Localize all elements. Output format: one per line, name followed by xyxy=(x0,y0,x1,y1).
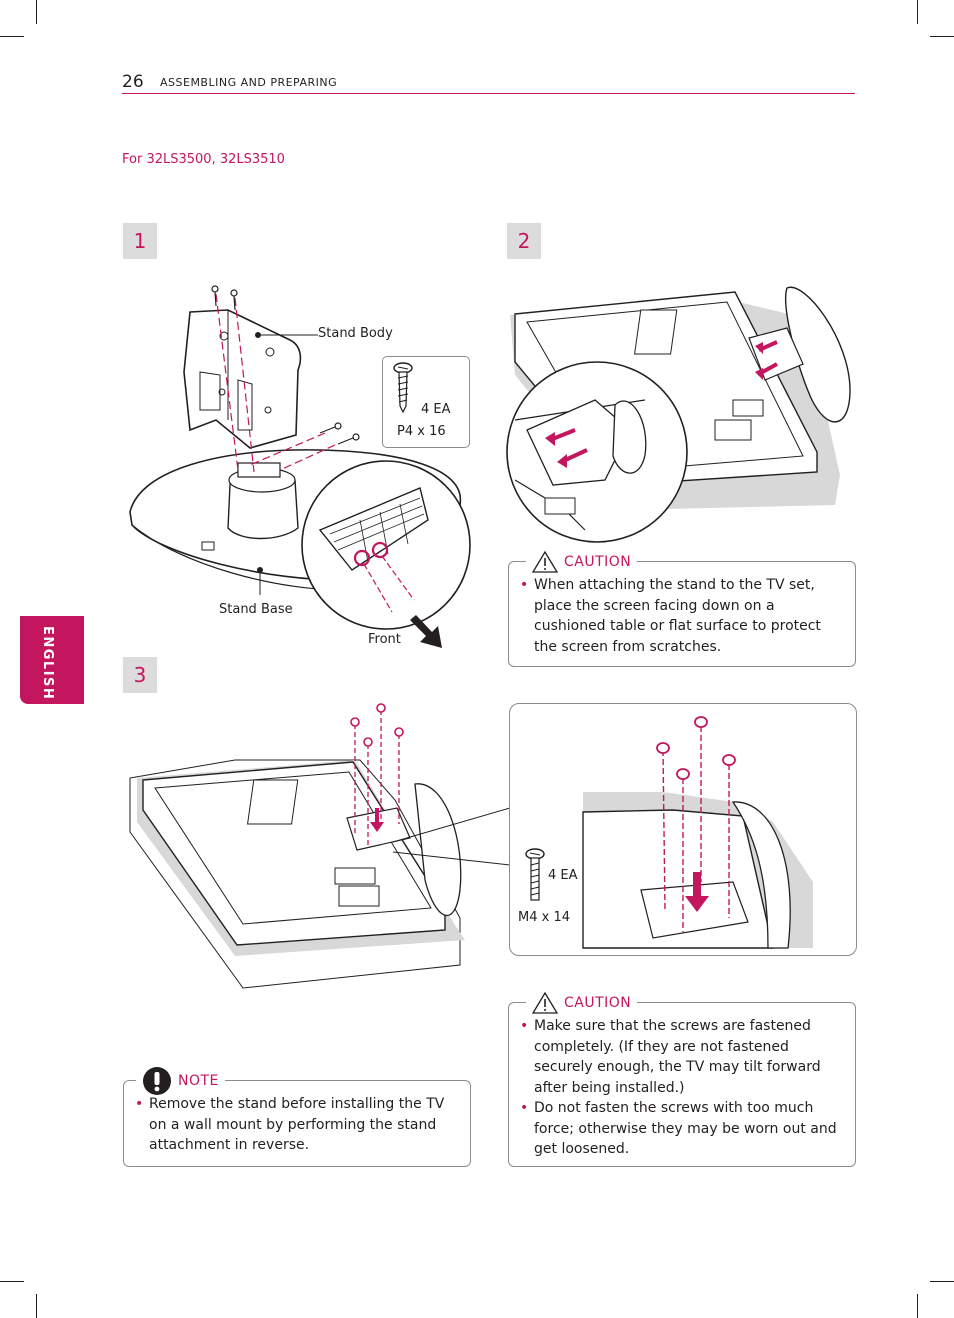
note-header: NOTE xyxy=(136,1066,225,1096)
header-rule xyxy=(122,93,855,94)
language-tab: ENGLISH xyxy=(20,616,84,704)
crop-mark xyxy=(0,1281,24,1282)
screw-qty-step3: 4 EA xyxy=(548,868,578,883)
warning-triangle-icon xyxy=(531,550,559,573)
tv-screw-fastening-illustration xyxy=(129,703,511,989)
model-label: For 32LS3500, 32LS3510 xyxy=(122,152,285,167)
caution-title-1: CAUTION xyxy=(564,554,632,570)
step-2-badge: 2 xyxy=(507,223,541,259)
screw-size-step3: M4 x 14 xyxy=(518,910,570,925)
step-3-badge: 3 xyxy=(123,657,157,693)
step-1-badge: 1 xyxy=(123,223,157,259)
crop-mark xyxy=(930,36,954,37)
section-title: ASSEMBLING AND PREPARING xyxy=(160,76,338,89)
crop-mark xyxy=(917,0,918,24)
note-title: NOTE xyxy=(178,1073,219,1089)
tv-stand-attach-illustration xyxy=(506,286,851,543)
note-bullet: Remove the stand before installing the T… xyxy=(135,1094,453,1156)
stand-assembly-illustration xyxy=(129,285,471,648)
language-tab-label: ENGLISH xyxy=(40,626,55,701)
crop-mark xyxy=(0,36,24,37)
screw-icon xyxy=(525,848,545,901)
caution-header-1: CAUTION xyxy=(526,550,638,573)
screw-qty-step1: 4 EA xyxy=(421,402,451,417)
screw-callout-p4 xyxy=(382,356,470,448)
caution-body-1: When attaching the stand to the TV set, … xyxy=(520,575,840,657)
crop-mark xyxy=(36,0,37,24)
note-body: Remove the stand before installing the T… xyxy=(135,1094,453,1156)
front-label: Front xyxy=(368,632,401,647)
caution-bullet: Make sure that the screws are fastened c… xyxy=(520,1016,840,1098)
crop-mark xyxy=(930,1281,954,1282)
stand-body-label: Stand Body xyxy=(318,326,393,341)
caution-header-2: CAUTION xyxy=(526,991,638,1014)
caution-body-2: Make sure that the screws are fastened c… xyxy=(520,1016,840,1160)
screw-detail-illustration xyxy=(582,716,813,949)
caution-bullet: When attaching the stand to the TV set, … xyxy=(520,575,840,657)
screw-size-step1: P4 x 16 xyxy=(397,424,446,439)
screw-icon xyxy=(393,362,413,414)
caution-title-2: CAUTION xyxy=(564,995,632,1011)
warning-triangle-icon xyxy=(531,991,559,1014)
crop-mark xyxy=(917,1294,918,1318)
page-number: 26 xyxy=(122,72,144,92)
crop-mark xyxy=(36,1294,37,1318)
stand-base-label: Stand Base xyxy=(219,602,293,617)
caution-bullet: Do not fasten the screws with too much f… xyxy=(520,1098,840,1160)
exclamation-icon xyxy=(143,1067,171,1095)
